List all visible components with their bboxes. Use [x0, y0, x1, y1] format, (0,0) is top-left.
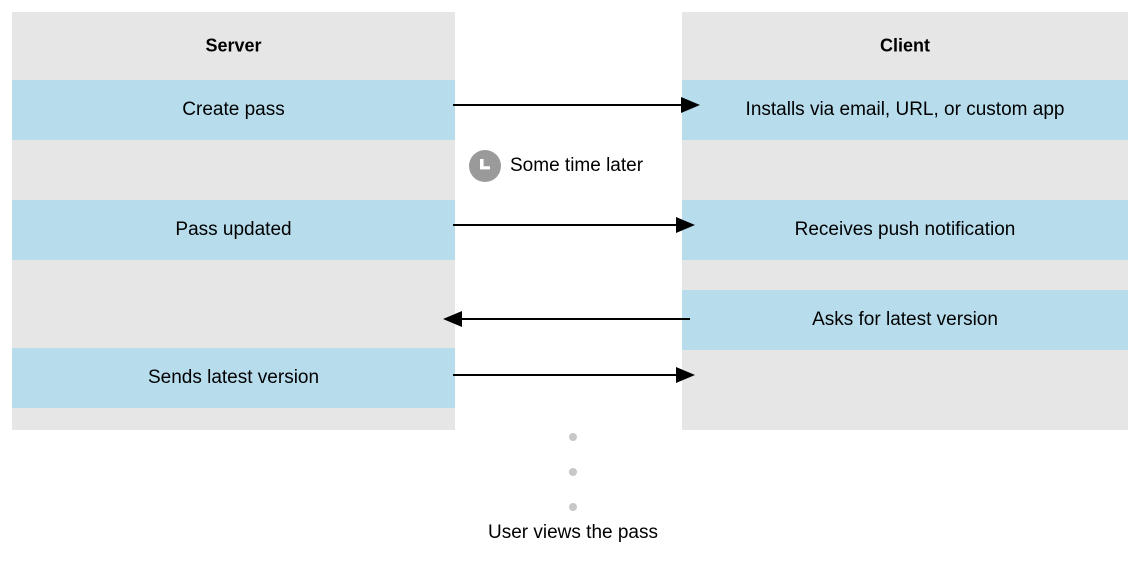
client-row-receives-push: Receives push notification: [682, 200, 1128, 260]
footer-label: User views the pass: [487, 522, 659, 543]
continuation-dot-3: [569, 503, 577, 511]
server-row-pass-updated-label: Pass updated: [175, 219, 292, 241]
server-header-label: Server: [205, 35, 262, 56]
server-row-sends-latest-version-label: Sends latest version: [147, 367, 320, 389]
server-row-spacer-1: [12, 140, 455, 200]
clock-icon: [469, 150, 501, 182]
client-row-asks-latest-version-label: Asks for latest version: [812, 309, 998, 331]
server-lane-header: Server: [12, 12, 455, 80]
client-row-installs-label: Installs via email, URL, or custom app: [745, 99, 1065, 120]
server-row-create-pass-label: Create pass: [182, 99, 285, 121]
time-gap-note: Some time later: [469, 150, 643, 182]
client-row-spacer-3: [682, 350, 1128, 430]
time-gap-label: Some time later: [510, 155, 644, 176]
client-row-asks-latest-version: Asks for latest version: [682, 290, 1128, 350]
continuation-dot-2: [569, 468, 577, 476]
arrow-sends-latest-version-line: [453, 374, 676, 376]
client-row-installs: [682, 80, 1128, 140]
arrow-create-pass-line: [453, 104, 681, 106]
arrow-pass-updated-line: [453, 224, 676, 226]
continuation-dot-1: [569, 433, 577, 441]
client-row-spacer-1: [682, 140, 1128, 200]
client-header-label: Client: [879, 35, 930, 56]
client-lane-header: Client: [682, 12, 1128, 80]
server-row-spacer-3: [12, 408, 455, 430]
client-row-receives-push-label: Receives push notification: [794, 219, 1016, 241]
arrow-sends-latest-version-head: [676, 367, 695, 383]
client-row-spacer-2: [682, 260, 1128, 290]
arrow-asks-latest-version-line: [462, 318, 690, 320]
arrow-create-pass-head: [681, 97, 700, 113]
server-row-pass-updated: Pass updated: [12, 200, 455, 260]
server-row-sends-latest-version: Sends latest version: [12, 348, 455, 408]
arrow-pass-updated-head: [676, 217, 695, 233]
arrow-asks-latest-version-head: [443, 311, 462, 327]
server-row-create-pass: Create pass: [12, 80, 455, 140]
server-row-spacer-2: [12, 260, 455, 348]
